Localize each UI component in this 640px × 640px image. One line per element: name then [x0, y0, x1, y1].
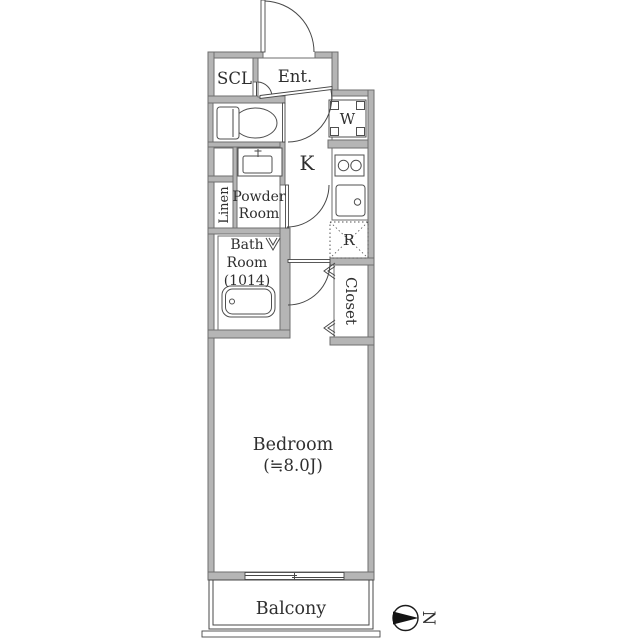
fixtures [216, 99, 369, 318]
doors [244, 0, 345, 580]
entrance-door [260, 0, 315, 53]
bath-folding-door [265, 237, 281, 251]
small-storage [213, 147, 234, 177]
refrigerator-label: R [343, 231, 355, 249]
hall-door [259, 85, 333, 143]
bathtub-icon [221, 285, 276, 318]
linen-label: Linen [217, 186, 232, 224]
sliding-window [244, 572, 345, 580]
kitchen-sink-icon [335, 184, 366, 217]
bedroom-door [287, 259, 331, 306]
closet-room [333, 264, 369, 338]
entrance-label: Ent. [278, 67, 313, 86]
closet-label: Closet [342, 277, 360, 325]
balcony-outline [201, 579, 381, 638]
toilet-door [282, 102, 286, 143]
bedroom-label: Bedroom [253, 435, 334, 455]
stove-icon [334, 154, 365, 177]
balcony-label: Balcony [256, 599, 326, 619]
north-compass-icon: N [392, 604, 438, 632]
north-letter: N [419, 611, 438, 625]
linen-closet [213, 181, 234, 229]
refrigerator-dashed-box [329, 221, 369, 259]
washbasin-icon [237, 147, 283, 177]
scl-room [213, 57, 254, 97]
powder-room-label-2: Room [239, 206, 280, 222]
toilet-icon [216, 106, 278, 140]
bedroom-size-label: (≒8.0J) [263, 456, 323, 475]
bath-label-3: (1014) [224, 273, 271, 289]
scl-label: SCL [217, 69, 252, 88]
washer-pan-icon [328, 99, 367, 138]
kitchen-label: K [300, 151, 316, 175]
washer-label: W [340, 110, 356, 128]
closet-folding-doors [323, 262, 336, 337]
bath-label-2: Room [227, 255, 268, 271]
powder-room-label-1: Powder [232, 189, 286, 205]
bath-label-1: Bath [230, 237, 263, 253]
labels: SCL Ent. K W R Powder Room Linen Bath Ro… [217, 67, 360, 619]
powder-room-door [285, 184, 330, 229]
